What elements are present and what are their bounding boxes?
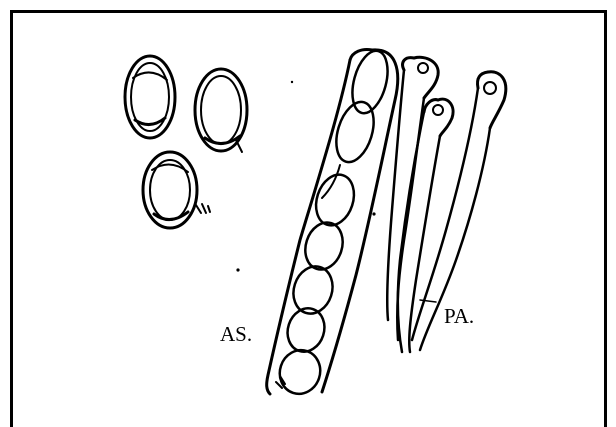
figure-frame xyxy=(12,12,606,427)
spore xyxy=(143,152,210,228)
spore xyxy=(195,69,247,152)
ascus-spore xyxy=(282,304,330,357)
ascus-label: AS. xyxy=(220,324,252,345)
free-spores xyxy=(125,56,247,228)
paraphyses-label: PA. xyxy=(444,306,474,327)
ascus xyxy=(267,47,398,399)
spore xyxy=(125,56,175,138)
ascus-spore xyxy=(299,218,348,275)
ascus-spore xyxy=(274,345,326,399)
